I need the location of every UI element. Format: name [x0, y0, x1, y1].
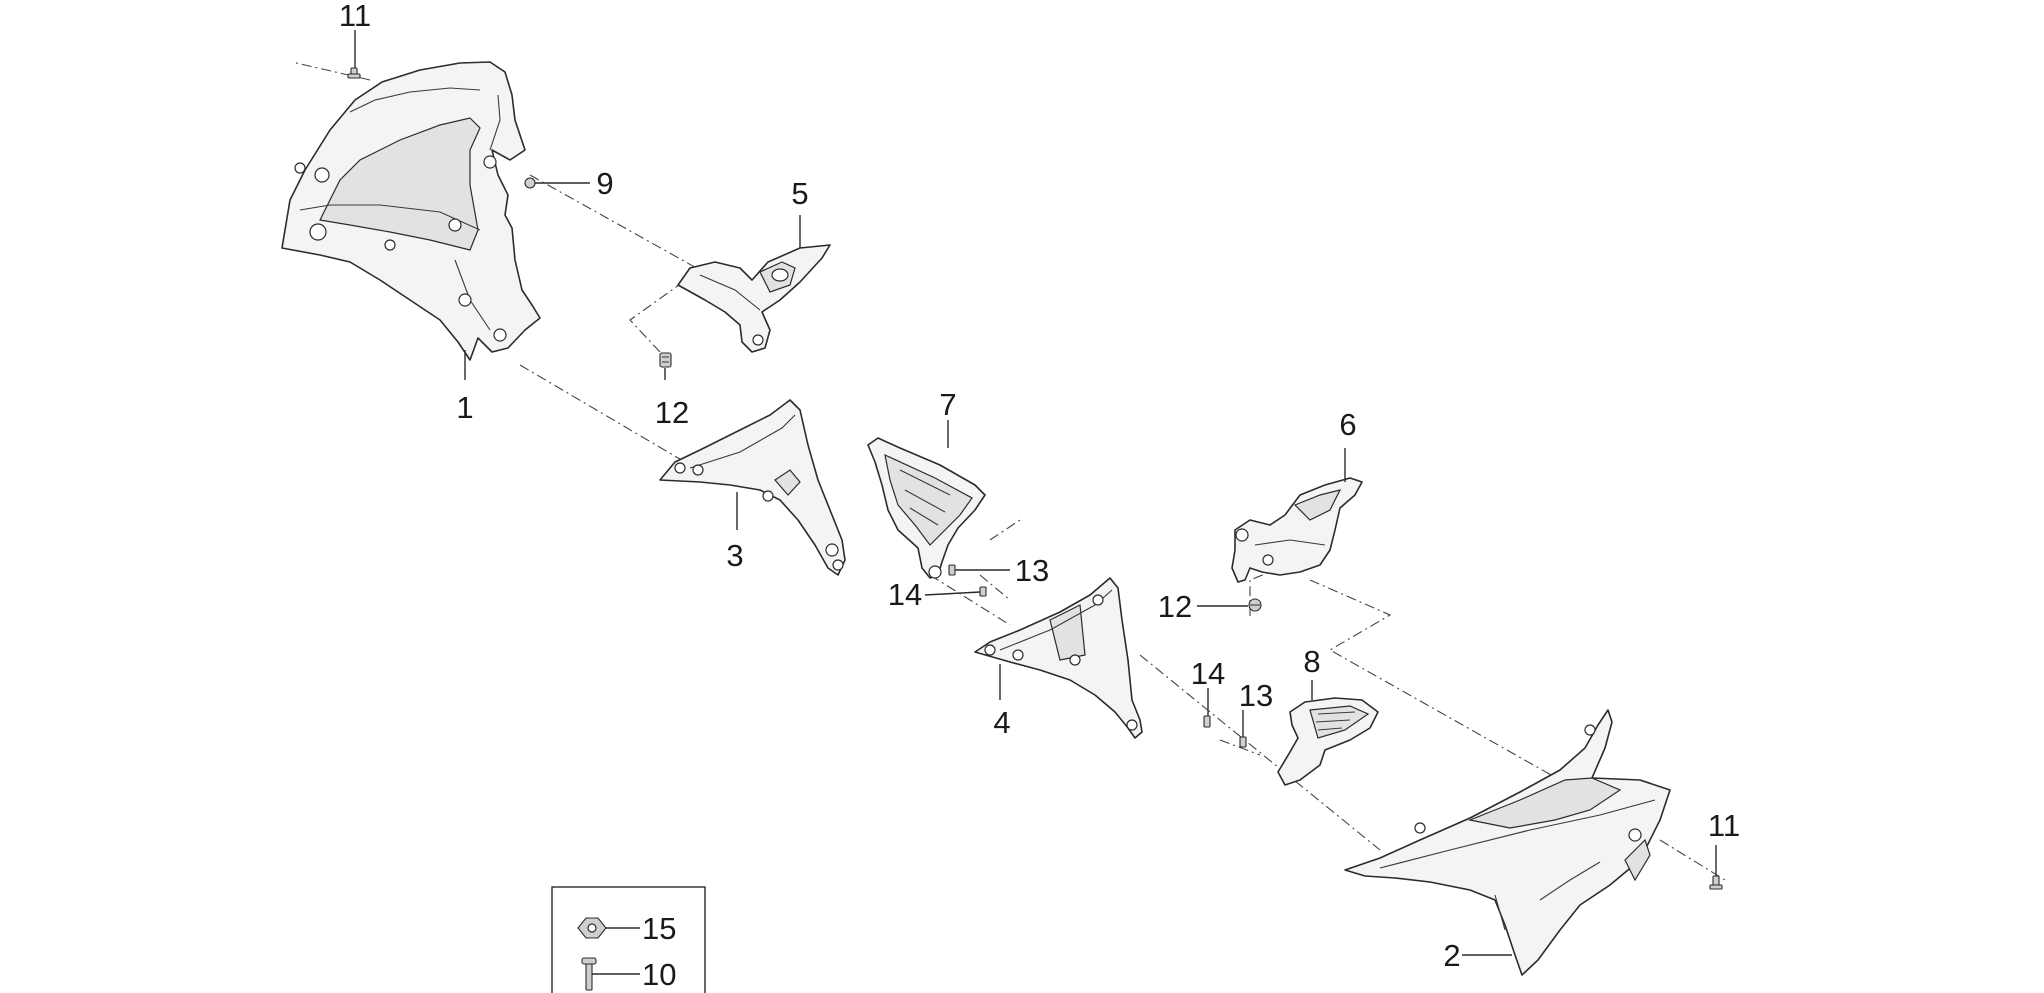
legend-label-15: 15	[642, 911, 676, 946]
assembly-guide-lines	[291, 61, 1726, 881]
part-12-clip-lower	[1248, 598, 1262, 612]
callout-11-bottom: 11	[1708, 808, 1740, 843]
screw-13-upper	[948, 564, 956, 576]
callout-9: 9	[596, 166, 613, 201]
part-6-lower-bracket	[1231, 477, 1363, 583]
screw-11-top	[347, 67, 361, 79]
callout-12-upper: 12	[655, 395, 689, 430]
screw-13-lower	[1239, 736, 1247, 748]
callout-7: 7	[939, 387, 956, 422]
callout-8: 8	[1303, 644, 1320, 679]
callout-5: 5	[791, 176, 808, 211]
screw-14-upper	[979, 586, 987, 597]
callout-13-lower: 13	[1239, 678, 1273, 713]
bolt-icon	[581, 957, 597, 991]
part-1-front-inner-shield	[281, 61, 541, 361]
legend-box	[551, 886, 706, 993]
callout-14-lower: 14	[1191, 656, 1225, 691]
callout-14-upper: 14	[888, 577, 922, 612]
part-5-upper-bracket	[677, 244, 831, 353]
part-3-left-side-panel	[659, 399, 846, 576]
callout-2: 2	[1443, 938, 1460, 973]
callout-labels: 11 9 5 1 12 7 6 3 13 14 12 8 14 13 4 11 …	[339, 0, 1740, 973]
part-12-clip-upper	[659, 352, 672, 368]
callout-13-upper: 13	[1015, 553, 1049, 588]
part-4-right-side-panel	[974, 577, 1143, 739]
small-fasteners	[347, 67, 1723, 890]
hardware-legend: 15 10	[551, 886, 706, 993]
callout-3: 3	[726, 538, 743, 573]
callout-leaders	[354, 30, 1717, 956]
legend-label-10: 10	[642, 957, 676, 992]
callout-1: 1	[456, 390, 473, 425]
screw-11-bottom	[1709, 875, 1723, 890]
callout-6: 6	[1339, 407, 1356, 442]
callout-11-top: 11	[339, 0, 371, 33]
callout-4: 4	[993, 705, 1010, 740]
part-2-side-fairing	[1344, 709, 1671, 976]
callout-12-lower: 12	[1158, 589, 1192, 624]
screw-14-lower	[1203, 715, 1211, 728]
part-7-air-duct	[867, 437, 986, 579]
part-8-vent-grille	[1277, 697, 1379, 786]
screw-9	[524, 177, 536, 189]
